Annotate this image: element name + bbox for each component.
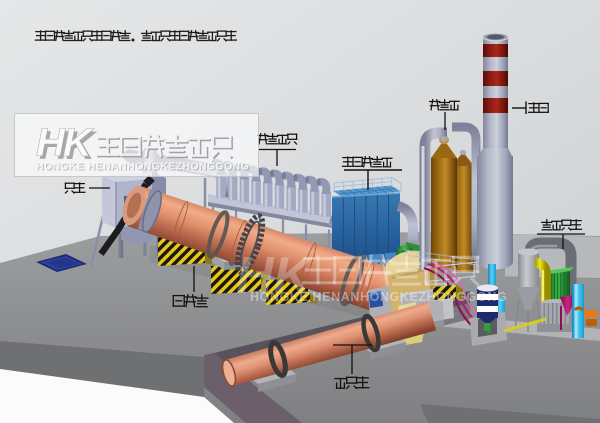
svg-text:HONGKE HENANHONGKEZHONGGONG: HONGKE HENANHONGKEZHONGGONG (36, 161, 249, 173)
svg-text:HONGKE HENANHONGKEZHONGGONG: HONGKE HENANHONGKEZHONGGONG (250, 290, 507, 304)
svg-text:HK: HK (236, 247, 315, 305)
svg-text:HK: HK (39, 124, 98, 168)
svg-text:HK: HK (36, 121, 95, 165)
